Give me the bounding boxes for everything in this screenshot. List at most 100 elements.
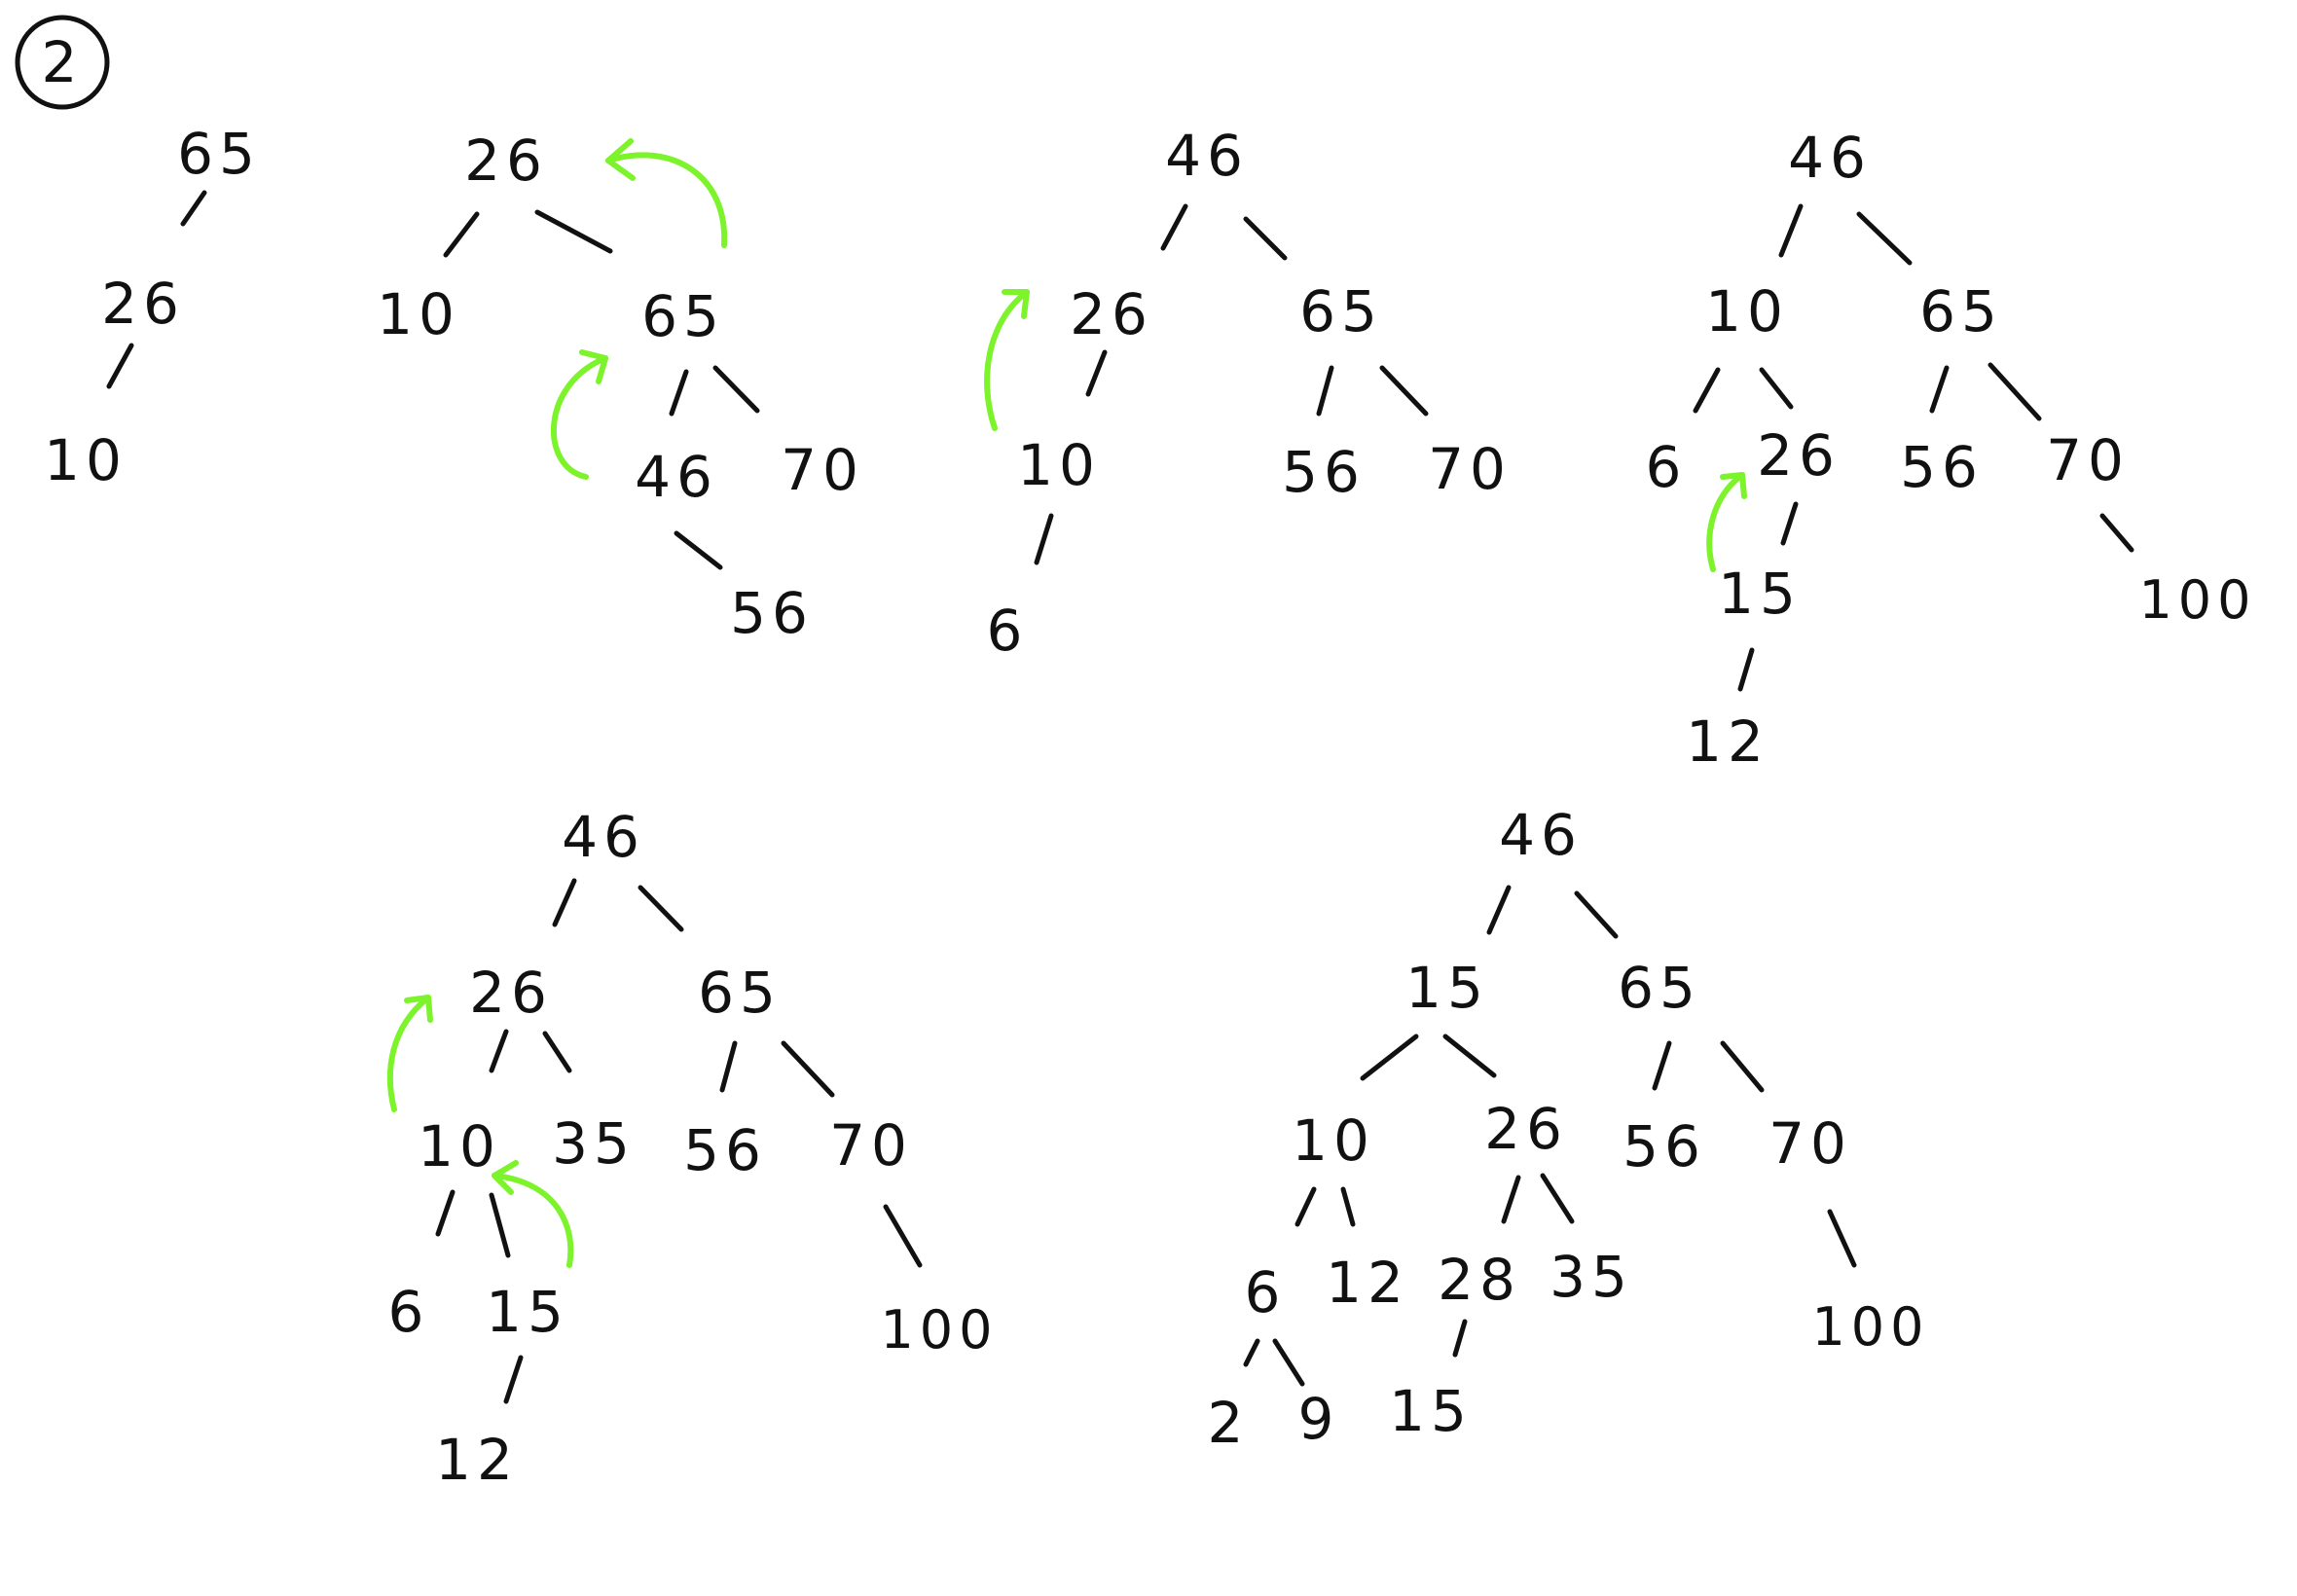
tree-node: 15	[486, 1279, 569, 1345]
tree-node: 56	[683, 1117, 767, 1183]
swap-arrow	[492, 1173, 574, 1268]
swap-arrow	[1706, 472, 1745, 572]
step-label-circle	[15, 15, 110, 110]
tree-edge	[1737, 647, 1755, 692]
tree-edge	[1452, 1319, 1468, 1358]
swap-arrow-head	[579, 349, 608, 384]
tree-edge	[1486, 885, 1512, 935]
tree-node: 46	[1788, 125, 1872, 191]
tree-edge	[2099, 513, 2134, 553]
tree-node: 10	[44, 427, 128, 493]
tree-node: 10	[1705, 278, 1789, 345]
tree-edge	[1379, 365, 1429, 417]
step-label-number: 2	[42, 29, 84, 95]
tree-node: 9	[1298, 1386, 1340, 1452]
swap-arrow	[550, 355, 608, 480]
tree-edge	[489, 1192, 511, 1258]
tree-node: 56	[1622, 1113, 1706, 1179]
tree-node: 56	[1282, 439, 1366, 505]
tree-node: 26	[1070, 281, 1153, 347]
tree-node: 65	[177, 121, 261, 187]
tree-node: 10	[1017, 432, 1101, 498]
tree-node: 100	[2138, 569, 2256, 631]
tree-node: 6	[388, 1279, 430, 1345]
tree-node: 6	[1646, 434, 1688, 500]
tree-node: 10	[377, 281, 460, 347]
tree-node: 70	[781, 437, 864, 503]
tree-edge	[534, 209, 613, 254]
tree-node: 70	[2046, 427, 2130, 493]
tree-edge	[1987, 362, 2042, 421]
tree-edge	[489, 1029, 509, 1073]
tree-edge	[180, 190, 207, 227]
tree-edge	[1856, 211, 1913, 266]
tree-node: 46	[562, 804, 645, 870]
tree-node: 26	[101, 271, 185, 337]
tree-edge	[883, 1204, 923, 1268]
tree-edge	[1294, 1186, 1317, 1227]
tree-edge	[1929, 365, 1950, 414]
tree-node: 15	[1389, 1378, 1473, 1444]
tree-edge	[719, 1040, 738, 1093]
tree-edge	[1693, 367, 1721, 414]
tree-edge	[1652, 1040, 1672, 1091]
tree-2: 26 10 65 46 70 56	[377, 127, 864, 646]
tree-edge	[1160, 203, 1188, 251]
tree-node: 28	[1438, 1247, 1521, 1313]
tree-edge	[435, 1189, 456, 1237]
tree-edge	[1034, 513, 1054, 565]
tree-node: 10	[418, 1113, 501, 1179]
tree-node: 46	[1165, 123, 1249, 189]
tree-node: 35	[552, 1110, 636, 1177]
tree-edge	[1243, 216, 1288, 261]
tree-node: 70	[1428, 436, 1512, 502]
tree-node: 26	[1757, 422, 1841, 489]
tree-edge	[669, 369, 689, 417]
swap-arrow-head	[1720, 472, 1747, 499]
tree-edge	[1340, 1186, 1356, 1227]
tree-edge	[1780, 501, 1799, 546]
tree-node: 56	[1900, 434, 1984, 500]
tree-edge	[1759, 367, 1794, 410]
tree-edge	[1501, 1175, 1521, 1224]
tree-edge	[443, 211, 480, 258]
tree-edge	[1827, 1209, 1857, 1268]
tree-node: 100	[880, 1299, 998, 1360]
tree-node: 46	[1499, 802, 1583, 868]
tree-edge	[638, 885, 684, 932]
tree-node: 15	[1405, 955, 1489, 1021]
tree-node: 26	[464, 127, 548, 194]
tree-edge	[1360, 1034, 1419, 1081]
tree-edge	[106, 343, 134, 389]
tree-edge	[1574, 890, 1619, 939]
swap-arrow	[386, 995, 431, 1112]
tree-edge	[712, 365, 760, 414]
tree-node: 46	[635, 444, 718, 510]
swap-arrow-head	[1002, 289, 1030, 319]
swap-arrow	[984, 289, 1030, 431]
tree-node: 12	[435, 1427, 519, 1493]
tree-node: 2	[1208, 1390, 1250, 1456]
tree-node: 26	[1484, 1096, 1568, 1162]
tree-1: 65 26 10	[44, 121, 261, 493]
tree-edge	[781, 1040, 835, 1098]
tree-edge	[1778, 203, 1804, 258]
tree-edge	[1720, 1040, 1765, 1093]
tree-node: 65	[641, 283, 725, 349]
tree-edge	[1540, 1173, 1575, 1224]
tree-node: 6	[987, 598, 1029, 664]
tree-node: 70	[1768, 1110, 1852, 1177]
tree-node: 65	[1299, 278, 1383, 345]
tree-3: 46 26 65 10 56 70 6	[984, 123, 1512, 664]
tree-node: 65	[698, 960, 782, 1026]
tree-node: 70	[829, 1112, 913, 1179]
tree-edge	[1316, 365, 1334, 417]
tree-edge	[542, 1031, 572, 1073]
tree-node: 26	[469, 960, 553, 1026]
step-label: 2	[15, 15, 110, 110]
tree-4: 46 10 65 6 26 56 70 15 100 12	[1646, 125, 2256, 775]
swap-arrow	[605, 152, 728, 248]
tree-node: 12	[1686, 708, 1769, 775]
tree-edge	[552, 878, 577, 927]
tree-node: 65	[1919, 278, 2003, 345]
